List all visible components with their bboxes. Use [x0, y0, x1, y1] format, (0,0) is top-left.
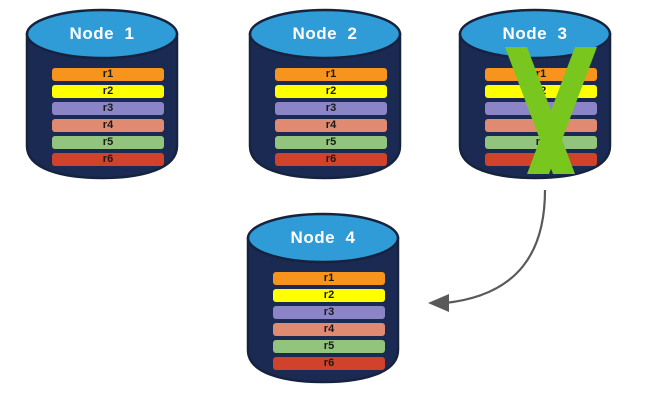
data-row[interactable]: r5: [52, 136, 164, 149]
data-row[interactable]: r1: [273, 272, 385, 285]
data-row[interactable]: r1: [485, 68, 597, 81]
data-row[interactable]: r1: [52, 68, 164, 81]
data-row[interactable]: r5: [275, 136, 387, 149]
cylinder-top-ellipse: [458, 8, 612, 60]
data-row[interactable]: r3: [485, 102, 597, 115]
data-row[interactable]: r3: [273, 306, 385, 319]
data-row[interactable]: r6: [485, 153, 597, 166]
data-row[interactable]: r4: [52, 119, 164, 132]
data-row-list: r1 r2 r3 r4 r5 r6: [52, 68, 164, 170]
arrow-curve: [444, 189, 547, 305]
data-row[interactable]: r6: [52, 153, 164, 166]
data-row-list: r1 r2 r3 r4 r5 r6: [485, 68, 597, 170]
data-row[interactable]: r2: [273, 289, 385, 302]
data-row[interactable]: r3: [52, 102, 164, 115]
data-row[interactable]: r4: [485, 119, 597, 132]
data-row[interactable]: r2: [52, 85, 164, 98]
cylinder-top-ellipse: [248, 8, 402, 60]
data-row[interactable]: r5: [273, 340, 385, 353]
data-row-list: r1 r2 r3 r4 r5 r6: [275, 68, 387, 170]
data-row[interactable]: r6: [275, 153, 387, 166]
data-row[interactable]: r5: [485, 136, 597, 149]
data-row[interactable]: r2: [485, 85, 597, 98]
cylinder-top-ellipse: [25, 8, 179, 60]
data-row[interactable]: r1: [275, 68, 387, 81]
data-row[interactable]: r4: [273, 323, 385, 336]
data-row[interactable]: r6: [273, 357, 385, 370]
cylinder-top-ellipse: [246, 212, 400, 264]
data-row[interactable]: r3: [275, 102, 387, 115]
data-row-list: r1 r2 r3 r4 r5 r6: [273, 272, 385, 374]
data-row[interactable]: r4: [275, 119, 387, 132]
arrow-head-icon: [428, 294, 449, 312]
data-row[interactable]: r2: [275, 85, 387, 98]
